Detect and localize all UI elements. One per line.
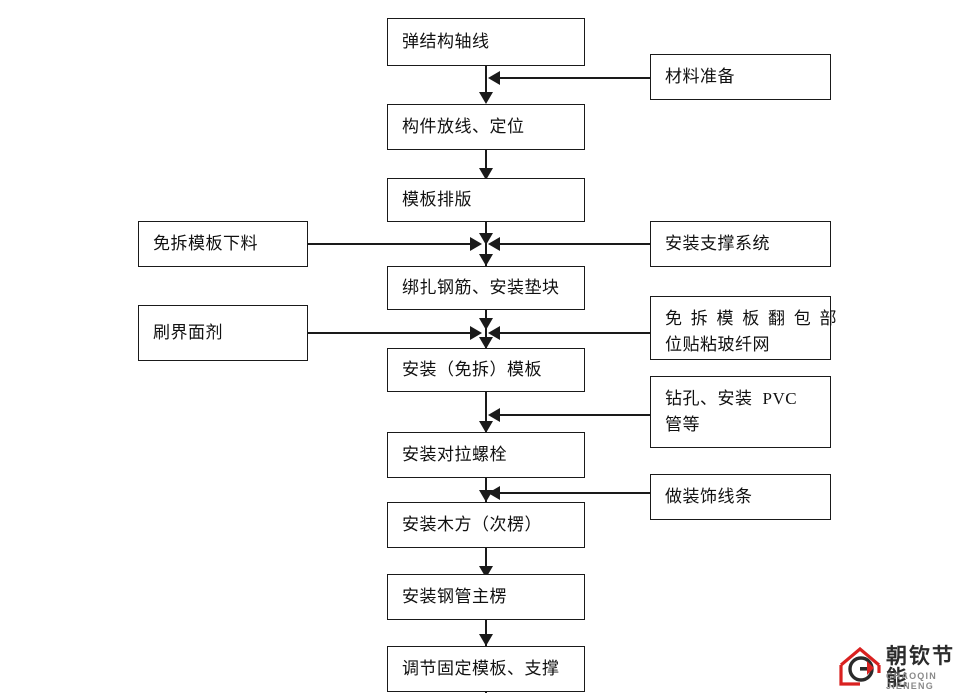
input-node-l1-label: 免拆模板下料 [153,234,258,254]
input-node-l2[interactable]: 刷界面剂 [138,305,308,361]
flow-node-n9-label: 调节固定模板、支撑 [402,659,560,679]
connector-r2 [490,243,650,245]
input-node-r1-label: 材料准备 [665,67,735,87]
connector-n5-n6 [485,392,487,432]
connector-n8-n9 [485,620,487,646]
input-node-r4-line2: 管等 [665,414,700,434]
flow-node-n4[interactable]: 绑扎钢筋、安装垫块 [387,266,585,310]
input-node-r3-line2: 位贴粘玻纤网 [665,334,770,354]
arrowhead-n4-n5 [479,337,493,349]
arrowhead-n5-n6 [479,421,493,433]
chaoqin-house-g-icon [839,647,881,686]
flow-node-n8[interactable]: 安装钢管主楞 [387,574,585,620]
arrowhead-l2 [470,326,482,340]
arrowhead-n8-n9 [479,634,493,646]
flow-node-n2[interactable]: 构件放线、定位 [387,104,585,150]
arrowhead-r3 [488,326,500,340]
flow-node-n9[interactable]: 调节固定模板、支撑 [387,646,585,692]
flow-node-n8-label: 安装钢管主楞 [402,587,507,607]
input-node-r2[interactable]: 安装支撑系统 [650,221,831,267]
flow-node-n5-label: 安装（免拆）模板 [402,360,542,380]
input-node-r4-line1: 钻孔、安装 PVC [665,386,822,412]
flow-node-n6-label: 安装对拉螺栓 [402,445,507,465]
flow-node-n2-label: 构件放线、定位 [402,117,525,137]
connector-n1-n2 [485,66,487,100]
input-node-r3[interactable]: 免拆模板翻包部 位贴粘玻纤网 [650,296,837,360]
company-logo: 朝钦节能 CHAOQIN JIENENG [838,645,974,691]
arrowhead-n1-n2 [479,92,493,104]
logo-name-cn: 朝钦节能 [886,645,955,691]
connector-r1 [490,77,650,79]
connector-n2-n3 [485,150,487,180]
input-node-r4[interactable]: 钻孔、安装 PVC 管等 [650,376,831,448]
input-node-r5[interactable]: 做装饰线条 [650,474,831,520]
arrowhead-n2-n3 [479,168,493,180]
connector-r5 [490,492,650,494]
input-node-r5-label: 做装饰线条 [665,487,753,507]
input-node-r4-line1-en: PVC [762,389,798,408]
flow-node-n6[interactable]: 安装对拉螺栓 [387,432,585,478]
connector-l2 [308,332,480,334]
flow-node-n7-label: 安装木方（次楞） [402,515,542,535]
input-node-l2-label: 刷界面剂 [153,323,223,343]
connector-n7-n8 [485,548,487,578]
arrowhead-r2 [488,237,500,251]
flow-node-n4-label: 绑扎钢筋、安装垫块 [402,278,560,298]
input-node-l1[interactable]: 免拆模板下料 [138,221,308,267]
flow-node-n5[interactable]: 安装（免拆）模板 [387,348,585,392]
flow-node-n1-label: 弹结构轴线 [402,32,490,52]
flow-node-n1[interactable]: 弹结构轴线 [387,18,585,66]
flow-node-n7[interactable]: 安装木方（次楞） [387,502,585,548]
arrowhead-l1 [470,237,482,251]
input-node-r2-label: 安装支撑系统 [665,234,770,254]
arrowhead-n3-n4 [479,254,493,266]
arrowhead-r5 [488,486,500,500]
flow-node-n3[interactable]: 模板排版 [387,178,585,222]
input-node-r3-line1: 免拆模板翻包部 [665,309,837,328]
input-node-r4-line1-cn: 钻孔、安装 [665,389,753,408]
connector-r3 [490,332,650,334]
flow-node-n3-label: 模板排版 [402,190,472,210]
connector-r4 [490,414,650,416]
logo-name-en: CHAOQIN JIENENG [886,671,937,691]
connector-l1 [308,243,480,245]
arrowhead-r1 [488,71,500,85]
input-node-r1[interactable]: 材料准备 [650,54,831,100]
arrowhead-r4 [488,408,500,422]
